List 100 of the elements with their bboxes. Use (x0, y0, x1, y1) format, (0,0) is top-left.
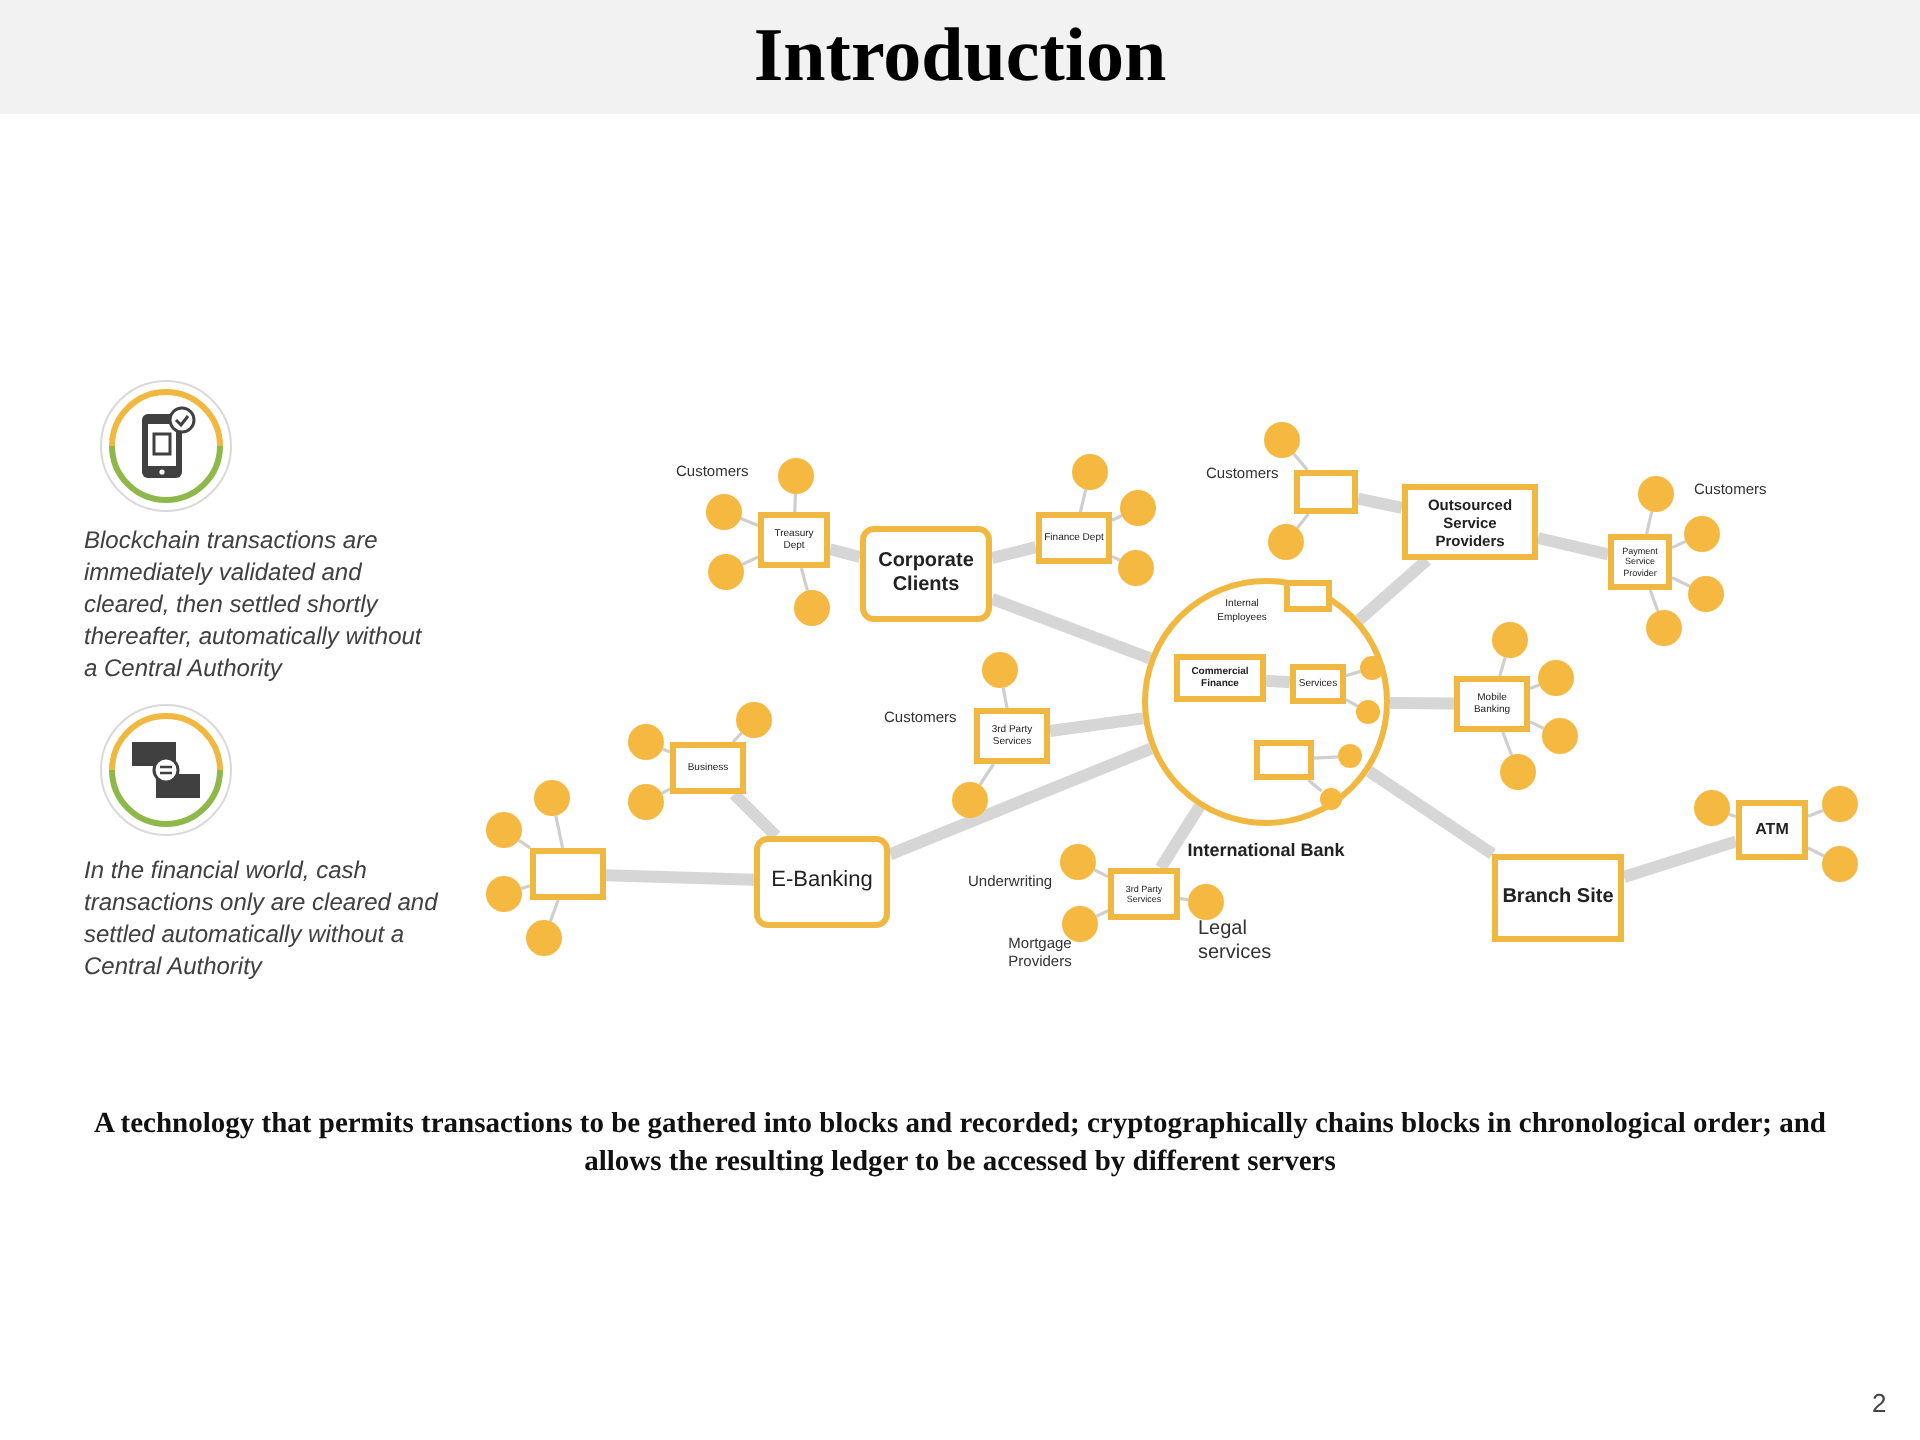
description-text: Blockchain transactions are immediately validated and cleared, then settled shortly thereafter, automatically without a Central Authority (84, 524, 424, 684)
connector-line (1498, 656, 1507, 677)
connector-line (520, 884, 531, 891)
node-dot (706, 494, 742, 530)
node-dot (1638, 476, 1674, 512)
connector-line (1671, 576, 1691, 588)
node-dot (534, 780, 570, 816)
node-dot (1356, 700, 1380, 724)
annotation-text: Legal services (1198, 918, 1274, 966)
connector-line (1345, 698, 1359, 708)
connector-line (662, 747, 671, 754)
connector-line (1313, 755, 1339, 760)
connector-line (793, 493, 797, 513)
connector-line (1095, 909, 1109, 918)
node-dot (1188, 884, 1224, 920)
connector-line (1345, 669, 1361, 678)
node-dot (1118, 550, 1154, 586)
connector-line (731, 731, 743, 744)
connector-line (661, 787, 671, 795)
description-text: In the financial world, cash transactions only are cleared and settled automatically without a Central Authority (84, 854, 440, 982)
node-dot (1542, 718, 1578, 754)
connector-line (1529, 683, 1540, 691)
node-dot (1060, 844, 1096, 880)
connector-line (548, 899, 560, 922)
node-dot (982, 652, 1018, 688)
node-dot (1360, 656, 1384, 680)
connector-line (1529, 720, 1545, 730)
connector-line (1078, 489, 1088, 513)
node-dot (1319, 787, 1341, 809)
connector-line (990, 541, 1038, 564)
connector-line (1622, 835, 1738, 883)
connector-line (1001, 687, 1009, 709)
connector-line (1093, 868, 1109, 879)
empty-box (530, 848, 606, 900)
connector-line (1536, 532, 1610, 561)
connector-line (1671, 539, 1687, 550)
node-box: Branch Site (1492, 854, 1624, 942)
node-box: ATM (1736, 800, 1808, 860)
page-title: Introduction (753, 12, 1167, 102)
connector-line (978, 763, 995, 786)
connector-line (605, 869, 755, 886)
connector-line (1807, 808, 1824, 818)
node-dot (708, 554, 744, 590)
empty-box (1254, 740, 1314, 780)
node-dot (778, 458, 814, 494)
empty-box (1294, 470, 1358, 514)
node-dot (1646, 610, 1682, 646)
connector-line (887, 743, 1154, 860)
connector-line (741, 555, 759, 566)
node-dot (952, 782, 988, 818)
connector-line (1111, 554, 1121, 562)
node-dot (628, 784, 664, 820)
node-dot (486, 876, 522, 912)
node-dot (1694, 790, 1730, 826)
node-dot (1822, 846, 1858, 882)
node-dot (1822, 786, 1858, 822)
node-dot (1684, 516, 1720, 552)
node-dot (1500, 754, 1536, 790)
connector-line (517, 838, 532, 850)
connector-line (1307, 778, 1323, 793)
page-number: 2 (1872, 1388, 1887, 1418)
connector-line (1179, 897, 1189, 902)
node-dot (1120, 490, 1156, 526)
connector-line (1356, 492, 1404, 514)
connector-line (1049, 712, 1144, 737)
connector-line (1155, 803, 1205, 872)
connector-line (1265, 674, 1291, 689)
connector-line (729, 789, 781, 841)
node-dot (628, 724, 664, 760)
connector-line (740, 517, 759, 528)
connector-line (1295, 513, 1310, 529)
connector-line (1728, 812, 1737, 819)
connector-line (1365, 766, 1496, 859)
node-title: International Bank (1187, 840, 1345, 862)
connector-line (1355, 555, 1431, 625)
node-dot (526, 920, 562, 956)
node-dot (1538, 660, 1574, 696)
node-dot (1688, 576, 1724, 612)
connector-line (1501, 731, 1514, 756)
connector-line (799, 567, 809, 591)
connector-line (1111, 514, 1123, 522)
node-dot (736, 702, 772, 738)
connector-line (1292, 452, 1309, 472)
node-box: E-Banking (754, 836, 890, 928)
connector-line (1389, 697, 1455, 710)
connector-line (1807, 846, 1825, 858)
caption-text: A technology that permits transactions to be gathered into blocks and recorded; cryptographically chains blocks in chronological order; and allows the resulting ledger to be accessed by different servers (92, 1106, 1828, 1182)
node-dot (1492, 622, 1528, 658)
connector-line (1645, 511, 1654, 535)
node-dot (1268, 524, 1304, 560)
connector-line (989, 593, 1153, 664)
node-dot (794, 590, 830, 626)
node-dot (1072, 454, 1108, 490)
connector-line (828, 543, 862, 563)
node-box: Corporate Clients (860, 526, 992, 622)
node-dot (486, 812, 522, 848)
connector-line (1648, 589, 1660, 612)
connector-line (554, 815, 565, 849)
node-dot (1338, 744, 1362, 768)
node-dot (1264, 422, 1300, 458)
